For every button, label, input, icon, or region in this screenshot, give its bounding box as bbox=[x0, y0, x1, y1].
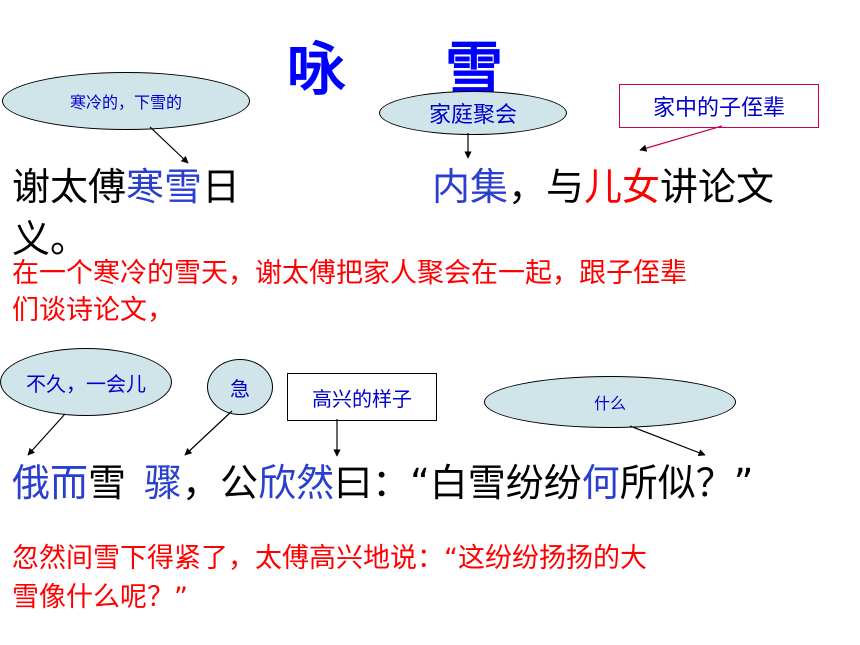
note-bubble-neiji: 家庭聚会 bbox=[379, 91, 567, 135]
text-yue: 曰：“白雪纷纷 bbox=[334, 461, 582, 505]
text-hanxue: 寒雪 bbox=[126, 165, 203, 209]
text-ri: 日 bbox=[202, 165, 241, 209]
note-box-xinran: 高兴的样子 bbox=[287, 373, 437, 421]
page-title: 咏 雪 bbox=[0, 22, 860, 103]
note-bubble-hanxue: 寒冷的，下雪的 bbox=[2, 72, 250, 130]
sentence-line1-a: 谢太傅寒雪日 bbox=[12, 156, 240, 211]
text-neiji: 内集 bbox=[432, 165, 509, 209]
sentence-line1-c: 义。 bbox=[12, 208, 88, 263]
arrow-eer bbox=[27, 413, 66, 456]
text-suosi: 所似？” bbox=[619, 461, 754, 505]
text-ernv: 儿女 bbox=[584, 165, 661, 209]
arrow-ernv bbox=[639, 125, 723, 152]
translation2-row2: 雪像什么呢？” bbox=[12, 582, 188, 613]
text-yi: 义。 bbox=[12, 217, 89, 261]
translation2-row1: 忽然间雪下得紧了，太傅高兴地说：“这纷纷扬扬的大 bbox=[12, 543, 647, 574]
note-box-ernv: 家中的子侄辈 bbox=[619, 84, 819, 128]
arrow-zhou bbox=[184, 410, 233, 456]
text-yu: ，与 bbox=[508, 165, 585, 209]
translation1-row2: 们谈诗论文， bbox=[12, 295, 174, 326]
text-gong: ，公 bbox=[182, 461, 259, 505]
arrow-he bbox=[629, 425, 706, 457]
note-bubble-he: 什么 bbox=[484, 376, 736, 428]
text-zhou: 骤 bbox=[144, 461, 183, 505]
note-bubble-zhou: 急 bbox=[207, 359, 273, 415]
sentence-line2: 俄而雪骤，公欣然曰：“白雪纷纷何所似？” bbox=[12, 452, 753, 507]
translation1-row1: 在一个寒冷的雪天，谢太傅把家人聚会在一起，跟子侄辈 bbox=[12, 258, 687, 289]
sentence-line1-b: 内集，与儿女讲论文 bbox=[432, 156, 774, 211]
arrow-hanxue bbox=[149, 126, 189, 164]
text-xietaifu: 谢太傅 bbox=[12, 165, 127, 209]
text-ee: 俄而 bbox=[12, 461, 89, 505]
text-xue: 雪 bbox=[88, 461, 127, 505]
text-jianglunwen: 讲论文 bbox=[660, 165, 775, 209]
text-xinran: 欣然 bbox=[258, 461, 335, 505]
title-char-yong: 咏 bbox=[287, 35, 346, 103]
text-he: 何 bbox=[581, 461, 620, 505]
note-bubble-eer: 不久，一会儿 bbox=[0, 348, 172, 416]
